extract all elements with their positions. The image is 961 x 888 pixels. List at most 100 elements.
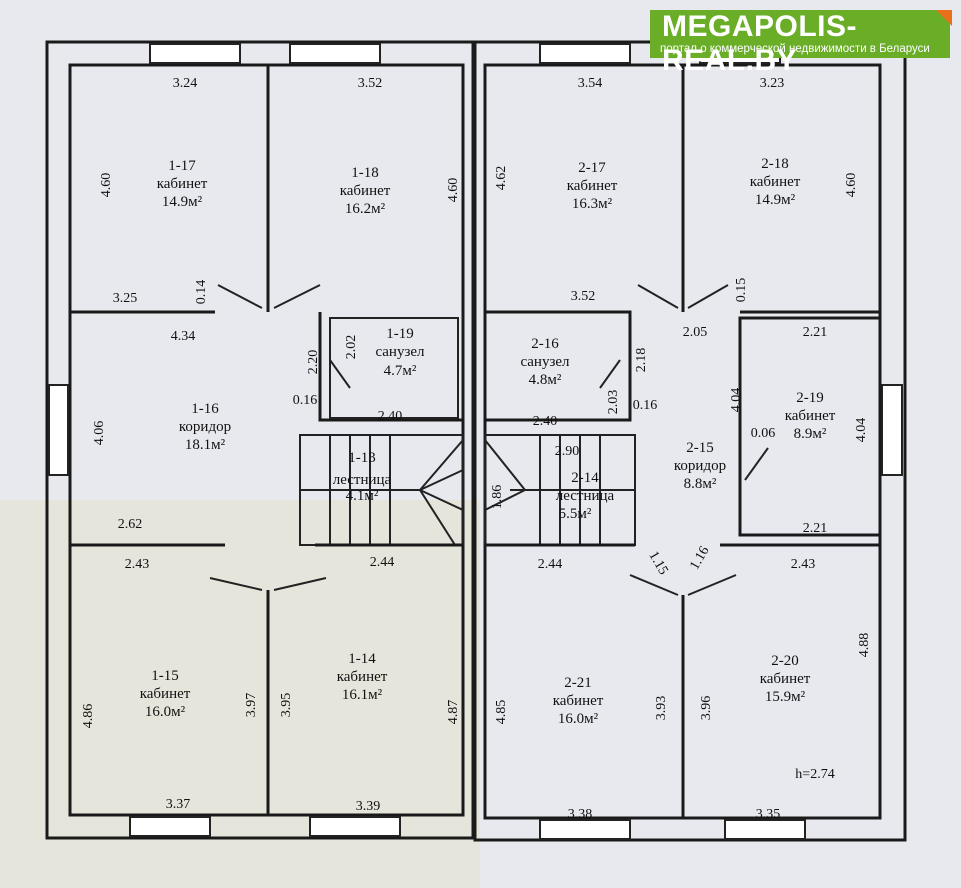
svg-text:2.02: 2.02: [344, 335, 359, 360]
svg-text:2-21: 2-21: [564, 675, 592, 691]
svg-text:4.06: 4.06: [92, 421, 107, 446]
svg-text:8.8м²: 8.8м²: [684, 476, 717, 492]
svg-text:4.86: 4.86: [81, 704, 96, 729]
svg-text:16.1м²: 16.1м²: [342, 687, 383, 703]
svg-text:3.23: 3.23: [760, 76, 785, 91]
svg-text:2-19: 2-19: [796, 390, 824, 406]
room-2-17: 2-17 кабинет 16.3м²: [567, 160, 618, 212]
svg-text:4.8м²: 4.8м²: [529, 372, 562, 388]
svg-text:16.0м²: 16.0м²: [145, 704, 186, 720]
svg-text:3.96: 3.96: [699, 696, 714, 721]
svg-text:5.5м²: 5.5м²: [559, 506, 592, 522]
svg-text:2.90: 2.90: [555, 444, 580, 459]
svg-text:2-17: 2-17: [578, 160, 606, 176]
svg-text:1-14: 1-14: [348, 651, 376, 667]
svg-text:3.38: 3.38: [568, 807, 593, 822]
svg-text:2-14: 2-14: [571, 470, 599, 486]
svg-text:2.21: 2.21: [803, 521, 828, 536]
svg-text:0.16: 0.16: [633, 398, 658, 413]
svg-text:1-15: 1-15: [151, 668, 179, 684]
svg-text:2.40: 2.40: [533, 414, 558, 429]
svg-text:4.60: 4.60: [99, 173, 114, 198]
svg-text:санузел: санузел: [520, 354, 570, 370]
svg-text:3.39: 3.39: [356, 799, 381, 814]
svg-text:3.54: 3.54: [578, 76, 603, 91]
svg-text:3.35: 3.35: [756, 807, 781, 822]
svg-text:3.93: 3.93: [654, 696, 669, 721]
svg-text:кабинет: кабинет: [140, 686, 191, 702]
svg-text:4.1м²: 4.1м²: [346, 488, 379, 504]
site-logo-banner[interactable]: MEGAPOLIS-REAL.BY портал о коммерческой …: [650, 10, 952, 77]
svg-text:2.43: 2.43: [791, 557, 816, 572]
room-1-19: 1-19 санузел 4.7м²: [375, 326, 425, 379]
svg-text:0.14: 0.14: [194, 280, 209, 305]
svg-text:4.7м²: 4.7м²: [384, 363, 417, 379]
svg-text:2.40: 2.40: [378, 409, 403, 424]
svg-text:2-16: 2-16: [531, 336, 559, 352]
svg-text:2.03: 2.03: [606, 390, 621, 415]
svg-text:16.2м²: 16.2м²: [345, 201, 386, 217]
svg-text:4.62: 4.62: [494, 166, 509, 191]
svg-text:кабинет: кабинет: [567, 178, 618, 194]
svg-text:лестница: лестница: [556, 488, 615, 504]
svg-text:кабинет: кабинет: [340, 183, 391, 199]
svg-text:2-20: 2-20: [771, 653, 799, 669]
room-1-18: 1-18 кабинет 16.2м²: [340, 165, 391, 217]
svg-text:коридор: коридор: [179, 419, 231, 435]
svg-text:0.16: 0.16: [293, 393, 318, 408]
corner-fold-icon: [936, 10, 952, 26]
room-2-19: 2-19 кабинет 8.9м²: [785, 390, 836, 442]
room-1-16: 1-16 коридор 18.1м²: [179, 401, 231, 453]
svg-text:1-13: 1-13: [348, 450, 376, 466]
svg-text:коридор: коридор: [674, 458, 726, 474]
svg-text:3.97: 3.97: [244, 693, 259, 718]
svg-text:4.87: 4.87: [446, 700, 461, 725]
svg-text:8.9м²: 8.9м²: [794, 426, 827, 442]
svg-text:18.1м²: 18.1м²: [185, 437, 226, 453]
svg-text:3.24: 3.24: [173, 76, 198, 91]
svg-text:16.3м²: 16.3м²: [572, 196, 613, 212]
svg-text:4.88: 4.88: [857, 633, 872, 658]
svg-text:2.05: 2.05: [683, 325, 708, 340]
svg-text:2.18: 2.18: [634, 348, 649, 373]
svg-text:16.0м²: 16.0м²: [558, 711, 599, 727]
room-2-16: 2-16 санузел 4.8м²: [520, 336, 570, 388]
svg-text:14.9м²: 14.9м²: [755, 192, 796, 208]
logo-title: MEGAPOLIS-REAL.BY: [662, 10, 858, 77]
svg-text:санузел: санузел: [375, 344, 425, 360]
svg-text:h=2.74: h=2.74: [795, 767, 834, 782]
svg-text:4.60: 4.60: [844, 173, 859, 198]
svg-text:2.62: 2.62: [118, 517, 143, 532]
svg-text:4.60: 4.60: [446, 178, 461, 203]
svg-text:2-18: 2-18: [761, 156, 789, 172]
svg-text:0.06: 0.06: [751, 426, 776, 441]
svg-text:0.15: 0.15: [734, 278, 749, 303]
svg-text:3.25: 3.25: [113, 291, 138, 306]
svg-text:1-16: 1-16: [191, 401, 219, 417]
svg-text:1-19: 1-19: [386, 326, 414, 342]
svg-text:1-18: 1-18: [351, 165, 379, 181]
svg-text:2.43: 2.43: [125, 557, 150, 572]
svg-text:4.85: 4.85: [494, 700, 509, 725]
dimension-labels: 3.24 3.52 3.54 3.23 4.60 4.60 4.62 4.60 …: [81, 76, 872, 822]
svg-text:2.44: 2.44: [370, 555, 395, 570]
svg-text:15.9м²: 15.9м²: [765, 689, 806, 705]
svg-text:лестница: лестница: [333, 472, 392, 488]
logo-subtitle: портал о коммерческой недвижимости в Бел…: [660, 43, 930, 55]
svg-text:кабинет: кабинет: [785, 408, 836, 424]
building-left: [45, 40, 475, 840]
svg-text:4.04: 4.04: [729, 388, 744, 413]
svg-text:2.21: 2.21: [803, 325, 828, 340]
room-2-14: 2-14 лестница 5.5м²: [556, 470, 615, 522]
svg-text:2.44: 2.44: [538, 557, 563, 572]
room-1-15: 1-15 кабинет 16.0м²: [140, 668, 191, 720]
svg-text:3.37: 3.37: [166, 797, 191, 812]
svg-text:3.52: 3.52: [358, 76, 383, 91]
svg-text:1.86: 1.86: [490, 485, 505, 510]
